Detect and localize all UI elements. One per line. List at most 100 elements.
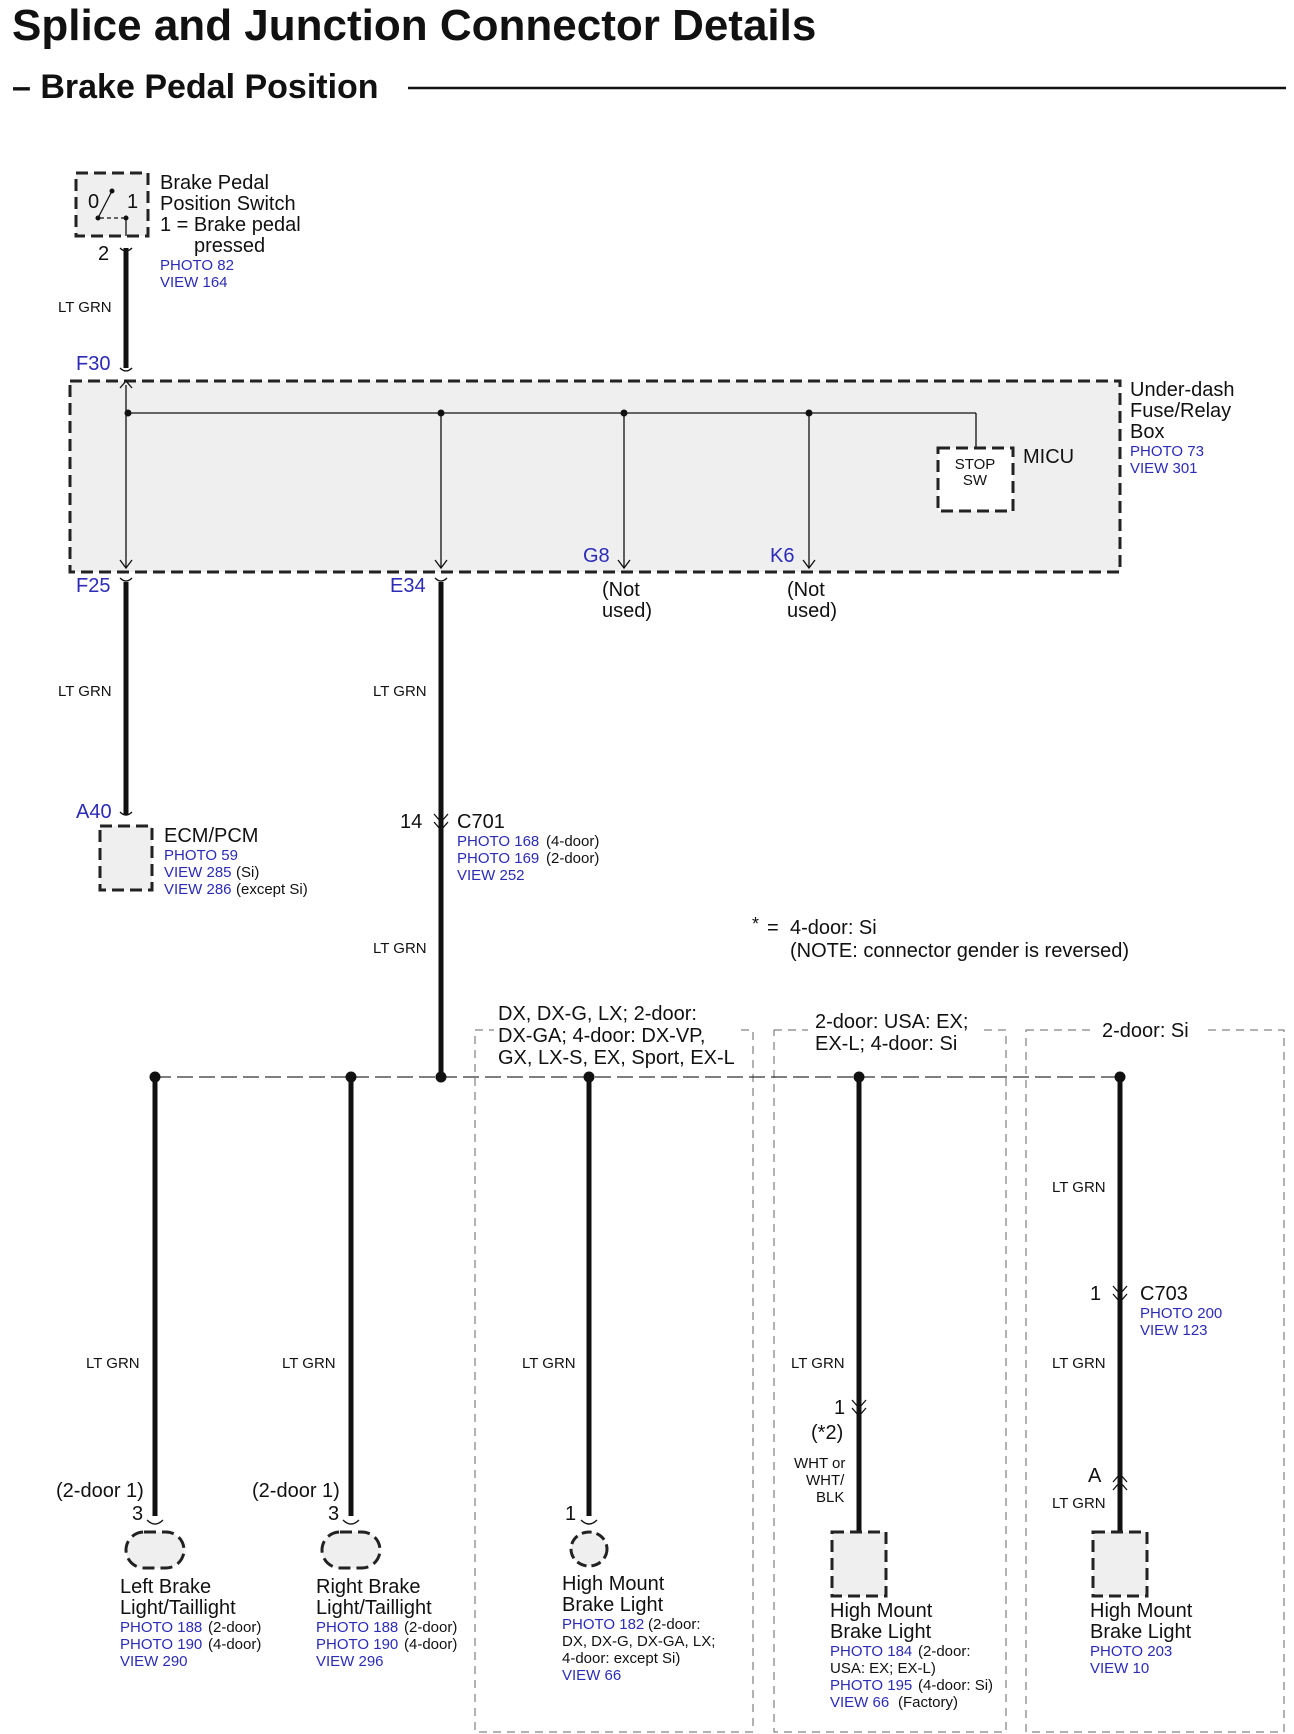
bus-node-f25 <box>124 409 132 417</box>
c701-connector-mark <box>433 813 449 831</box>
fuse-box-name-2: Fuse/Relay <box>1130 400 1231 422</box>
left-photo2-note: (4-door) <box>208 1636 261 1653</box>
c701-photo2-note: (2-door) <box>546 850 599 867</box>
hml1-light-symbol <box>569 1530 609 1568</box>
right-photo2-link[interactable]: PHOTO 190 <box>316 1636 398 1653</box>
right-photo1-link[interactable]: PHOTO 188 <box>316 1619 398 1636</box>
switch-photo-link[interactable]: PHOTO 82 <box>160 257 234 274</box>
hml1-view-link[interactable]: VIEW 66 <box>562 1667 621 1684</box>
fuse-box-view-link[interactable]: VIEW 301 <box>1130 460 1198 477</box>
hml1-terminal-mark <box>580 1519 598 1525</box>
hml2-photo2-link[interactable]: PHOTO 195 <box>830 1677 912 1694</box>
hml2-photo1-note: (2-door: <box>918 1643 971 1660</box>
hml3-light-symbol <box>1091 1530 1149 1598</box>
hml2-photo1-link[interactable]: PHOTO 184 <box>830 1643 912 1660</box>
brake-pedal-switch: 0 1 Brake Pedal Position Switch 1 = Brak… <box>74 171 301 291</box>
hml3-photo-link[interactable]: PHOTO 203 <box>1090 1643 1172 1660</box>
cavity-k6: K6 <box>770 545 794 567</box>
hml1-photo-link[interactable]: PHOTO 182 <box>562 1616 644 1633</box>
ecm-name: ECM/PCM <box>164 825 258 847</box>
g8-not-used-2: used) <box>602 600 652 622</box>
hml1-photo-note: (2-door: <box>648 1616 701 1633</box>
c701-pin: 14 <box>400 811 422 833</box>
left-view-link[interactable]: VIEW 290 <box>120 1653 188 1670</box>
footnote-line2: (NOTE: connector gender is reversed) <box>790 940 1129 962</box>
stop-sw-label-1: STOP <box>955 456 996 473</box>
k6-not-used-1: (Not <box>787 579 825 601</box>
variant-label-bg-1 <box>494 1000 739 1070</box>
cavity-f30: F30 <box>76 353 110 375</box>
hml2-pin: 1 <box>834 1397 845 1419</box>
right-photo1-note: (2-door) <box>404 1619 457 1636</box>
c701-photo2-link[interactable]: PHOTO 169 <box>457 850 539 867</box>
arrow-f30 <box>119 380 133 389</box>
stop-sw-box <box>936 446 1015 513</box>
ecm-view1-note: (Si) <box>236 864 259 881</box>
hml1-pin: 1 <box>565 1503 576 1525</box>
wire-color-label: LT GRN <box>373 683 427 700</box>
switch-pos0: 0 <box>88 191 99 213</box>
c701-name: C701 <box>457 811 505 833</box>
wire-color-label: LT GRN <box>1052 1179 1106 1196</box>
c703-name: C703 <box>1140 1283 1188 1305</box>
switch-box <box>74 171 150 238</box>
wire-color-label: LT GRN <box>58 683 112 700</box>
hml2-photo1-note-2: USA: EX; EX-L) <box>830 1660 936 1677</box>
micu-label: MICU <box>1023 446 1074 468</box>
right-pin: 3 <box>328 1503 339 1525</box>
left-photo2-link[interactable]: PHOTO 190 <box>120 1636 202 1653</box>
right-door-note: (2-door 1) <box>252 1480 340 1502</box>
hml2-pin-note: (*2) <box>811 1422 843 1444</box>
ecm-view1-link[interactable]: VIEW 285 <box>164 864 232 881</box>
ecm-box <box>98 824 154 892</box>
c701-view-link[interactable]: VIEW 252 <box>457 867 525 884</box>
c703-view-link[interactable]: VIEW 123 <box>1140 1322 1208 1339</box>
left-name-1: Left Brake <box>120 1576 211 1598</box>
hml2-wire-3: BLK <box>816 1489 844 1506</box>
arrow-k6 <box>802 559 816 570</box>
cavity-g8: G8 <box>583 545 610 567</box>
fuse-box-photo-link[interactable]: PHOTO 73 <box>1130 443 1204 460</box>
right-light-symbol <box>320 1530 382 1570</box>
c703-photo-link[interactable]: PHOTO 200 <box>1140 1305 1222 1322</box>
a40-terminal-mark <box>119 811 133 816</box>
switch-pin: 2 <box>98 243 109 265</box>
splice-node-hml2 <box>853 1071 865 1083</box>
hml3-view-link[interactable]: VIEW 10 <box>1090 1660 1149 1677</box>
high-mount-light-2: LT GRN 1 (*2) WHT or WHT/ BLK High Mount… <box>791 1080 993 1711</box>
left-photo1-note: (2-door) <box>208 1619 261 1636</box>
ecm-photo-link[interactable]: PHOTO 59 <box>164 847 238 864</box>
footnote-line1: 4-door: Si <box>790 917 877 939</box>
right-view-link[interactable]: VIEW 296 <box>316 1653 384 1670</box>
f25-terminal-mark <box>119 577 133 582</box>
left-photo1-link[interactable]: PHOTO 188 <box>120 1619 202 1636</box>
c701-photo1-link[interactable]: PHOTO 168 <box>457 833 539 850</box>
right-brake-light: LT GRN (2-door 1) 3 Right Brake Light/Ta… <box>252 1080 457 1670</box>
variant-2-line2: EX-L; 4-door: Si <box>815 1033 957 1055</box>
variant-3-line1: 2-door: Si <box>1102 1020 1189 1042</box>
ecm-view2-link[interactable]: VIEW 286 <box>164 881 232 898</box>
right-photo2-note: (4-door) <box>404 1636 457 1653</box>
variant-1-line3: GX, LX-S, EX, Sport, EX-L <box>498 1047 735 1069</box>
variant-1-line2: DX-GA; 4-door: DX-VP, <box>498 1025 705 1047</box>
c703-pin: 1 <box>1090 1283 1101 1305</box>
cavity-e34: E34 <box>390 575 426 597</box>
switch-name-1: Brake Pedal <box>160 172 269 194</box>
wire-color-label: LT GRN <box>522 1355 576 1372</box>
hml2-connector-mark <box>851 1399 867 1417</box>
left-name-2: Light/Taillight <box>120 1597 236 1619</box>
hml2-name-2: Brake Light <box>830 1621 932 1643</box>
hml2-view-note: (Factory) <box>898 1694 958 1711</box>
hml3-pin: A <box>1088 1465 1102 1487</box>
hml2-view-link[interactable]: VIEW 66 <box>830 1694 889 1711</box>
wire-color-label: LT GRN <box>282 1355 336 1372</box>
variant-2-line1: 2-door: USA: EX; <box>815 1011 968 1033</box>
c701-photo1-note: (4-door) <box>546 833 599 850</box>
splice-node-right <box>345 1071 357 1083</box>
k6-not-used-2: used) <box>787 600 837 622</box>
switch-view-link[interactable]: VIEW 164 <box>160 274 228 291</box>
splice-node-left <box>149 1071 161 1083</box>
switch-pos1: 1 <box>127 191 138 213</box>
hml2-photo2-note: (4-door: Si) <box>918 1677 993 1694</box>
